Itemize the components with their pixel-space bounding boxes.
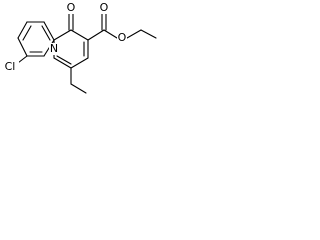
bond-n-c4a-inner <box>41 25 51 41</box>
bond-c1-fusion <box>53 57 72 69</box>
bond-ethyl-methyl <box>70 83 87 94</box>
atom-ketone-oxygen: O <box>67 1 76 14</box>
bond-c4-c3 <box>70 29 89 41</box>
right-ring-bonds <box>53 29 89 69</box>
atom-labels: Cl N O O O <box>2 1 127 73</box>
bond-c-left-top <box>17 21 28 39</box>
atom-ester-carbonyl-oxygen: O <box>100 1 109 14</box>
quinolizinone-structure: Cl N O O O <box>2 1 157 94</box>
bond-c1-fusion-inner <box>56 55 72 65</box>
atom-ring-nitrogen: N <box>50 42 58 55</box>
bond-c3-ester <box>87 29 105 41</box>
bond-c2-c1 <box>70 57 89 69</box>
atom-ester-ether-oxygen: O <box>118 31 127 44</box>
bond-n-c4 <box>53 29 72 41</box>
bond-o-ch2 <box>126 29 142 39</box>
bond-c-left-top-inner <box>22 25 32 41</box>
atom-chlorine: Cl <box>5 60 16 73</box>
bond-c-left <box>17 37 28 57</box>
bond-ch2-ch3 <box>140 29 157 39</box>
bond-n-c4a <box>43 21 55 41</box>
bond-ester-co-single <box>103 29 118 39</box>
left-ring-bonds <box>17 21 55 57</box>
